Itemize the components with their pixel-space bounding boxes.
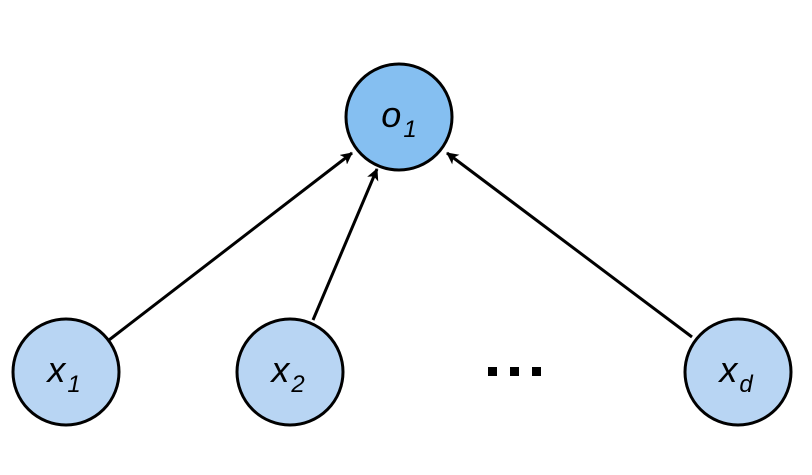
input-node-label: x2 [269,349,304,398]
input-node-circle [11,317,121,427]
output-node-subscript: 1 [403,116,416,143]
input-node-x1: x1 [11,317,121,427]
output-node-circle [344,62,454,172]
input-node-base: x [717,349,739,390]
input-node-subscript: 2 [290,371,304,398]
input-node-base: x [269,349,291,390]
input-node-circle [235,317,345,427]
output-node-base: o [381,94,401,135]
input-node-base: x [45,349,67,390]
output-node-label: o1 [381,94,416,143]
ellipsis-dot [532,367,541,376]
input-node-x2: x2 [235,317,345,427]
input-node-label: xd [717,349,753,398]
input-node-circle [683,317,793,427]
ellipsis [488,367,541,376]
ellipsis-dot [510,367,519,376]
input-node-subscript: 1 [67,371,80,398]
edge-xd-to-o1 [446,151,693,339]
output-node-o1: o1 [344,62,454,172]
input-node-subscript: d [739,371,753,398]
ellipsis-dot [488,367,497,376]
input-node-label: x1 [45,349,80,398]
edge-x1-to-o1 [108,151,353,342]
input-node-xd: xd [683,317,793,427]
edge-x2-to-o1 [311,168,379,321]
